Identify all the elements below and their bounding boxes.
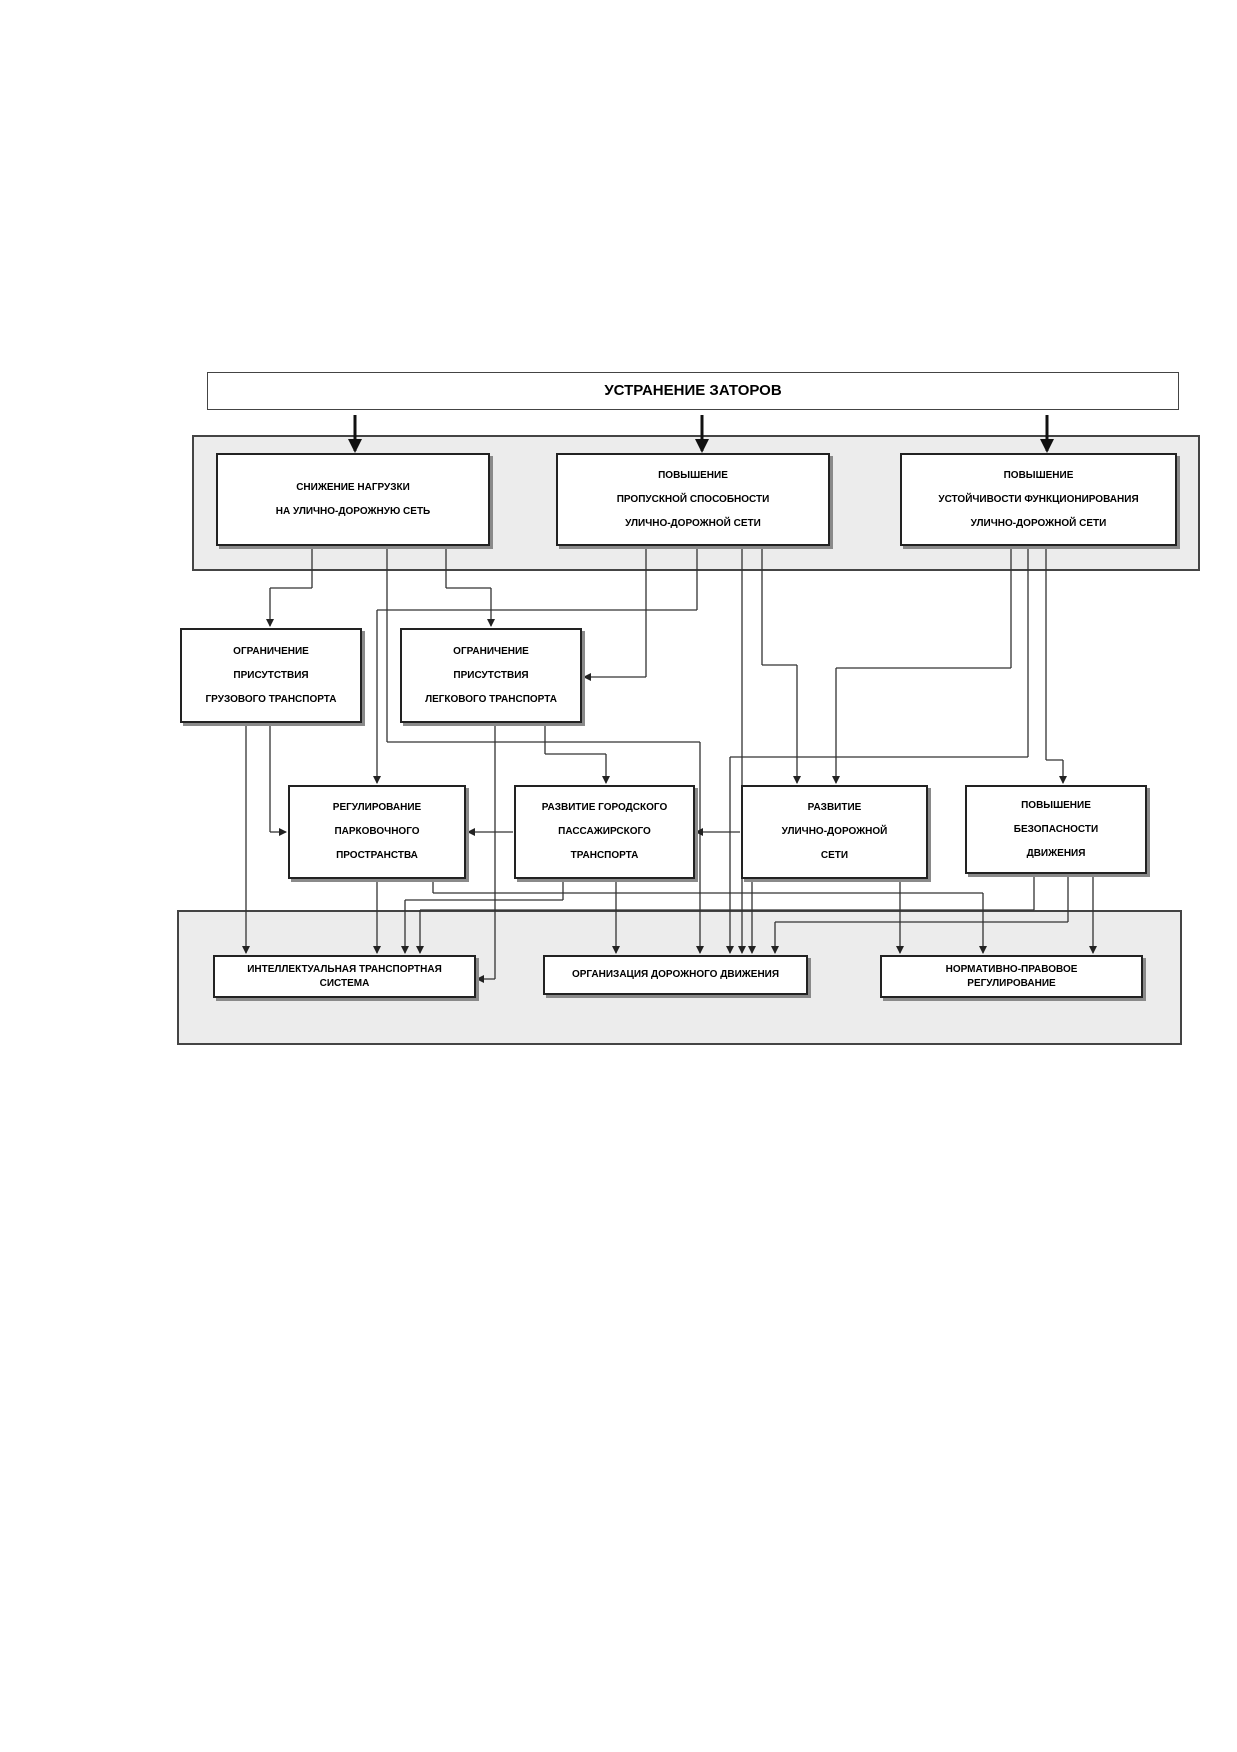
restriction-cars-line-1: ОГРАНИЧЕНИЕ	[453, 645, 529, 657]
goal-capacity: ПОВЫШЕНИЕ ПРОПУСКНОЙ СПОСОБНОСТИ УЛИЧНО-…	[556, 453, 830, 546]
measure-safety-line-3: ДВИЖЕНИЯ	[1026, 847, 1086, 859]
goal-stability-line-2: УСТОЙЧИВОСТИ ФУНКЦИОНИРОВАНИЯ	[938, 493, 1139, 505]
measure-parking-line-2: ПАРКОВОЧНОГО	[334, 826, 420, 837]
tool-its-line-2: СИСТЕМА	[319, 977, 370, 989]
goal-capacity-line-1: ПОВЫШЕНИЕ	[658, 469, 728, 481]
tool-its: ИНТЕЛЛЕКТУАЛЬНАЯ ТРАНСПОРТНАЯ СИСТЕМА	[213, 955, 476, 998]
measure-road-network: РАЗВИТИЕ УЛИЧНО-ДОРОЖНОЙ СЕТИ	[741, 785, 928, 879]
measure-safety: ПОВЫШЕНИЕ БЕЗОПАСНОСТИ ДВИЖЕНИЯ	[965, 785, 1147, 874]
measure-public-transport: РАЗВИТИЕ ГОРОДСКОГО ПАССАЖИРСКОГО ТРАНСП…	[514, 785, 695, 879]
tool-traffic-management: ОРГАНИЗАЦИЯ ДОРОЖНОГО ДВИЖЕНИЯ	[543, 955, 808, 995]
restriction-freight-line-2: ПРИСУТСТВИЯ	[233, 669, 309, 681]
goal-stability-line-1: ПОВЫШЕНИЕ	[1003, 469, 1074, 481]
measure-road-line-1: РАЗВИТИЕ	[807, 802, 862, 813]
measure-safety-line-2: БЕЗОПАСНОСТИ	[1013, 823, 1099, 835]
tool-regulation: НОРМАТИВНО-ПРАВОВОЕ РЕГУЛИРОВАНИЕ	[880, 955, 1143, 998]
measure-parking-line-3: ПРОСТРАНСТВА	[336, 850, 418, 861]
measure-parking: РЕГУЛИРОВАНИЕ ПАРКОВОЧНОГО ПРОСТРАНСТВА	[288, 785, 466, 879]
goal-reduce-load-line-2: НА УЛИЧНО-ДОРОЖНУЮ СЕТЬ	[275, 505, 431, 517]
goal-capacity-line-2: ПРОПУСКНОЙ СПОСОБНОСТИ	[616, 493, 770, 505]
measure-pt-line-2: ПАССАЖИРСКОГО	[558, 826, 651, 837]
restriction-passenger-cars: ОГРАНИЧЕНИЕ ПРИСУТСТВИЯ ЛЕГКОВОГО ТРАНСП…	[400, 628, 582, 723]
goal-stability: ПОВЫШЕНИЕ УСТОЙЧИВОСТИ ФУНКЦИОНИРОВАНИЯ …	[900, 453, 1177, 546]
goal-capacity-line-3: УЛИЧНО-ДОРОЖНОЙ СЕТИ	[625, 517, 761, 529]
tool-traffic-line-1: ОРГАНИЗАЦИЯ ДОРОЖНОГО ДВИЖЕНИЯ	[571, 969, 780, 980]
measure-pt-line-3: ТРАНСПОРТА	[570, 850, 639, 861]
diagram-title: УСТРАНЕНИЕ ЗАТОРОВ	[207, 372, 1179, 410]
restriction-freight-line-1: ОГРАНИЧЕНИЕ	[233, 645, 309, 657]
measure-parking-line-1: РЕГУЛИРОВАНИЕ	[332, 802, 422, 813]
measure-safety-line-1: ПОВЫШЕНИЕ	[1021, 799, 1091, 811]
tool-its-line-1: ИНТЕЛЛЕКТУАЛЬНАЯ ТРАНСПОРТНАЯ	[247, 963, 442, 975]
title-text: УСТРАНЕНИЕ ЗАТОРОВ	[604, 382, 782, 399]
goal-stability-line-3: УЛИЧНО-ДОРОЖНОЙ СЕТИ	[970, 517, 1107, 529]
restriction-freight: ОГРАНИЧЕНИЕ ПРИСУТСТВИЯ ГРУЗОВОГО ТРАНСП…	[180, 628, 362, 723]
goal-reduce-load-line-1: СНИЖЕНИЕ НАГРУЗКИ	[296, 481, 410, 493]
goal-reduce-load: СНИЖЕНИЕ НАГРУЗКИ НА УЛИЧНО-ДОРОЖНУЮ СЕТ…	[216, 453, 490, 546]
measure-pt-line-1: РАЗВИТИЕ ГОРОДСКОГО	[541, 802, 668, 813]
restriction-freight-line-3: ГРУЗОВОГО ТРАНСПОРТА	[205, 693, 337, 705]
restriction-cars-line-2: ПРИСУТСТВИЯ	[453, 669, 529, 681]
tool-regulation-line-1: НОРМАТИВНО-ПРАВОВОЕ	[945, 963, 1078, 975]
measure-road-line-3: СЕТИ	[820, 850, 849, 861]
measure-road-line-2: УЛИЧНО-ДОРОЖНОЙ	[781, 826, 888, 837]
restriction-cars-line-3: ЛЕГКОВОГО ТРАНСПОРТА	[425, 693, 557, 705]
tool-regulation-line-2: РЕГУЛИРОВАНИЕ	[967, 977, 1056, 989]
